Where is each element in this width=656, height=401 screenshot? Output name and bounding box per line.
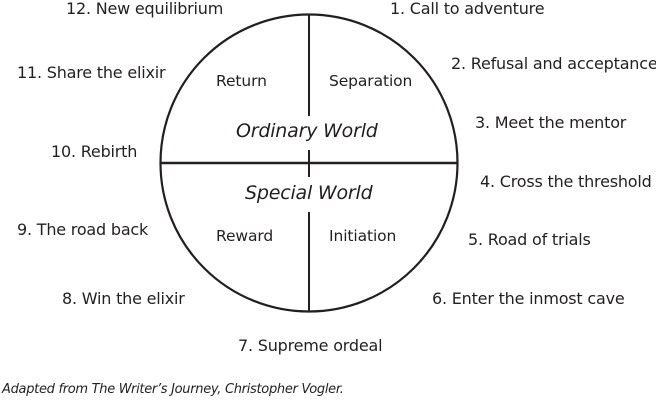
quadrant-label-return: Return [216,72,267,90]
stage-label-7: 7. Supreme ordeal [238,336,383,355]
source-caption: Adapted from The Writer’s Journey, Chris… [2,382,344,397]
world-label-special: Special World [245,182,373,204]
quadrant-label-separation: Separation [329,72,413,90]
stage-label-2: 2. Refusal and acceptance [451,54,656,73]
stage-label-5: 5. Road of trials [468,230,591,249]
stage-label-6: 6. Enter the inmost cave [432,289,625,308]
quadrant-label-reward: Reward [216,227,274,245]
stage-label-10: 10. Rebirth [51,142,138,161]
stage-label-4: 4. Cross the threshold [480,172,652,191]
quadrant-label-initiation: Initiation [329,227,397,245]
stage-label-11: 11. Share the elixir [17,63,166,82]
world-label-ordinary: Ordinary World [236,120,378,142]
stage-label-1: 1. Call to adventure [390,0,545,18]
stage-label-8: 8. Win the elixir [62,289,185,308]
stage-label-12: 12. New equilibrium [66,0,224,18]
stage-label-9: 9. The road back [17,220,149,239]
stage-label-3: 3. Meet the mentor [475,113,627,132]
